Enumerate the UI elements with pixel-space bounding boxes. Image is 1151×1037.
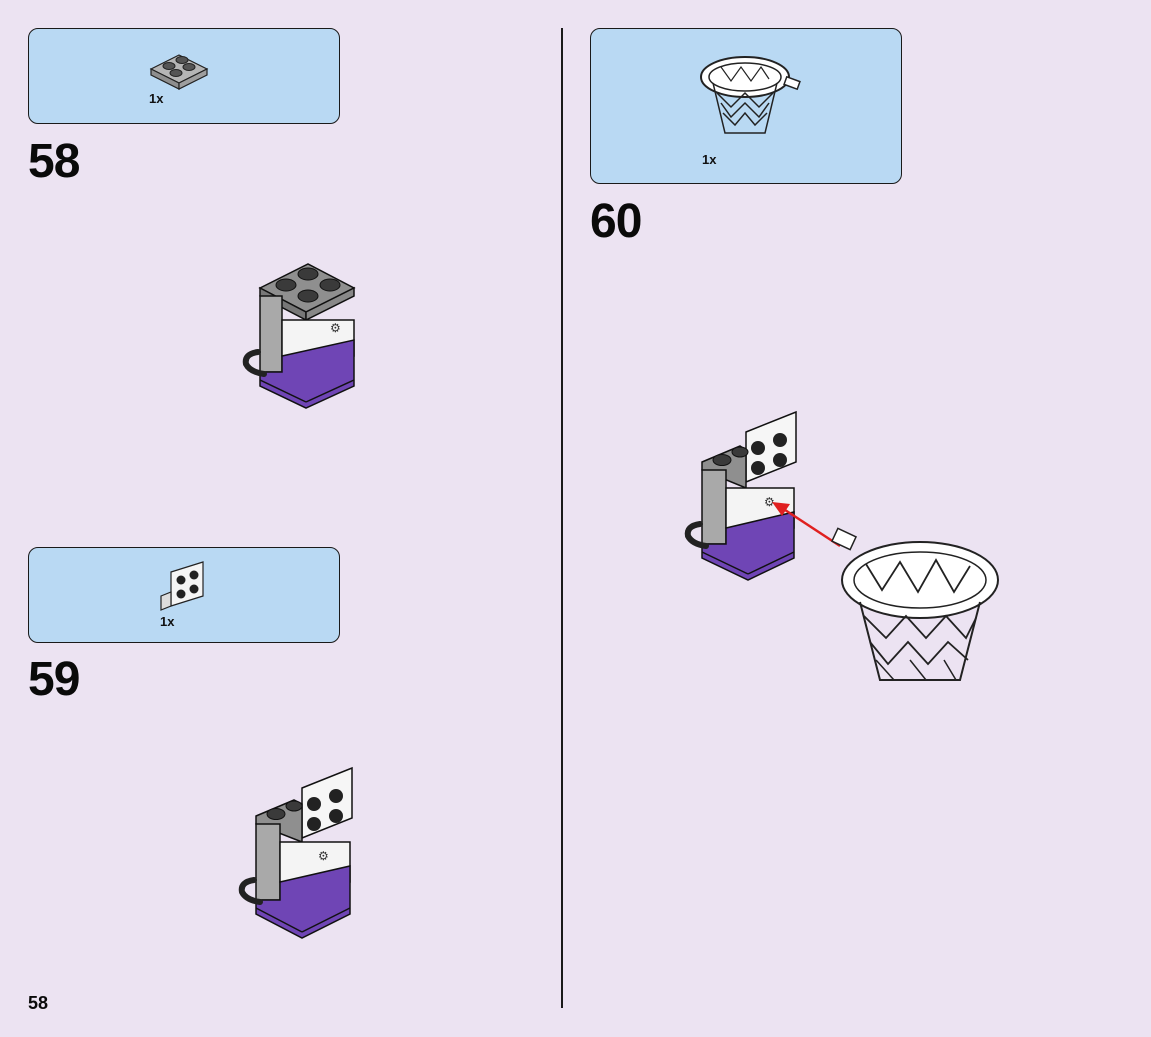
step-58-model-illustration: ⚙ bbox=[242, 263, 356, 409]
white-bracket-plate-icon bbox=[160, 561, 204, 611]
step-58-part-quantity: 1x bbox=[149, 91, 164, 106]
basketball-hoop-icon bbox=[700, 56, 801, 134]
step-59-part-quantity: 1x bbox=[160, 614, 175, 629]
step-60-model-illustration: ⚙ bbox=[684, 410, 797, 581]
attach-arrow-icon bbox=[772, 502, 841, 548]
step-60-number: 60 bbox=[590, 195, 642, 248]
step-59-model-illustration: ⚙ bbox=[238, 766, 353, 939]
page-number: 58 bbox=[28, 993, 49, 1013]
svg-text:⚙: ⚙ bbox=[318, 849, 329, 863]
step-58-parts-box: 1x bbox=[28, 28, 340, 124]
step-59-parts-box: 1x bbox=[28, 547, 340, 643]
grey-2x2-plate-icon bbox=[149, 54, 209, 90]
step-58-number: 58 bbox=[28, 135, 80, 188]
step-60-parts-box: 1x bbox=[590, 28, 902, 184]
step-60-hoop-illustration bbox=[830, 527, 999, 681]
svg-text:⚙: ⚙ bbox=[764, 495, 775, 509]
svg-text:⚙: ⚙ bbox=[330, 321, 341, 335]
step-60-part-quantity: 1x bbox=[702, 152, 717, 167]
column-divider bbox=[561, 28, 563, 1008]
step-59-number: 59 bbox=[28, 653, 80, 706]
